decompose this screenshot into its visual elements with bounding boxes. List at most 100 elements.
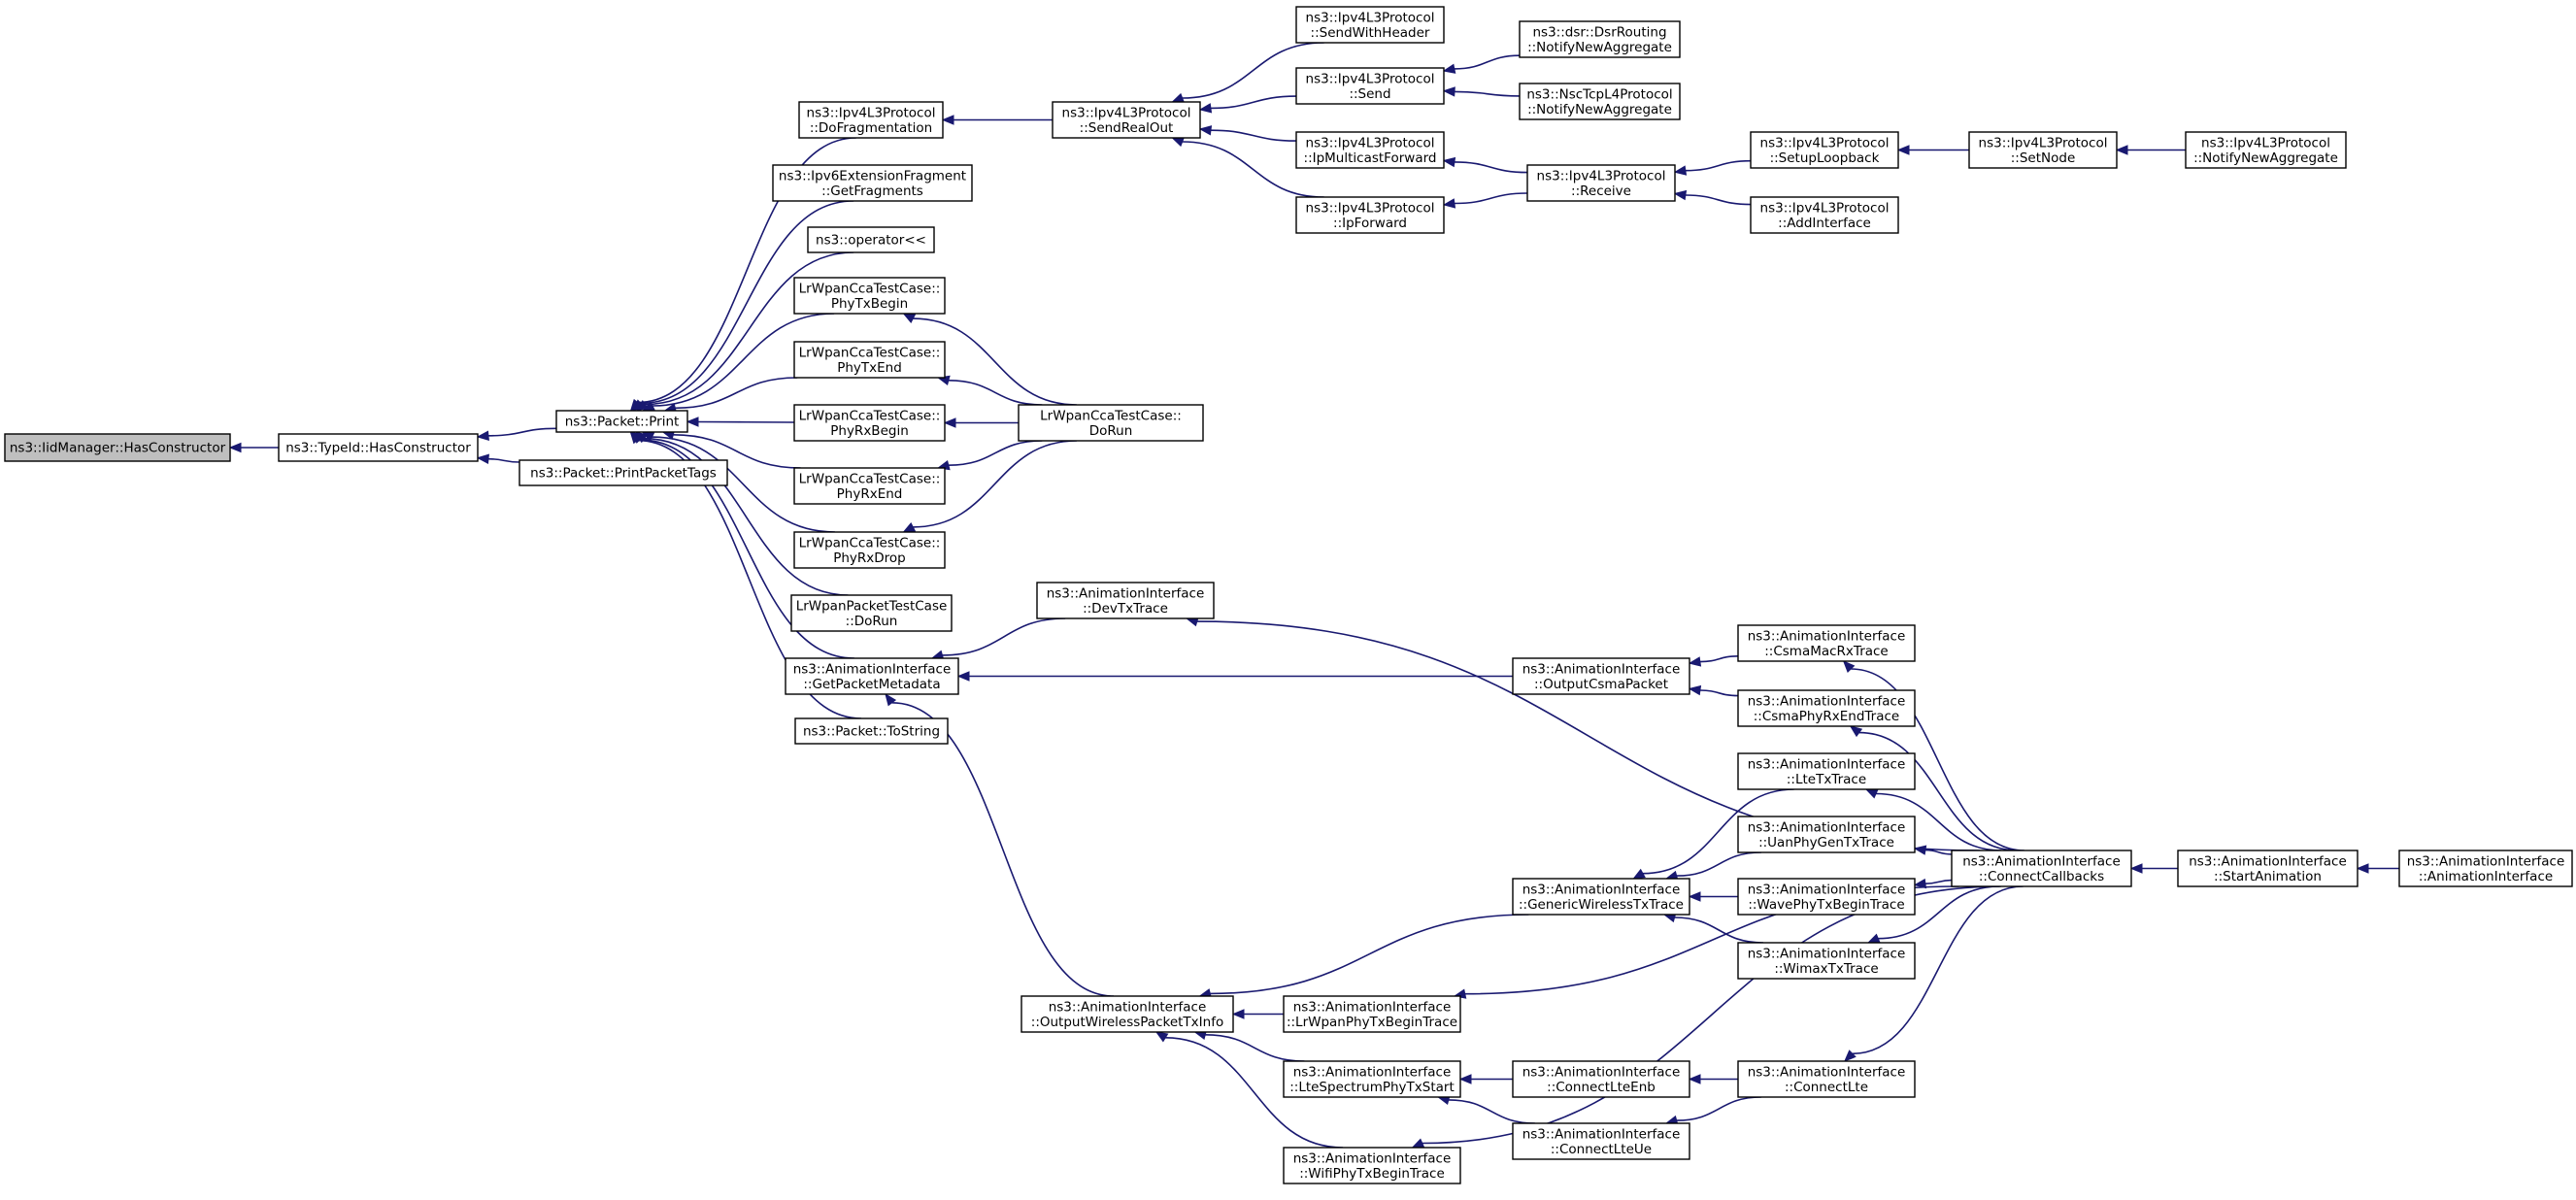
edge-line — [1875, 792, 2002, 851]
edge-conncb-to-csmaphyrx — [1849, 725, 2018, 851]
node-wifitx[interactable]: ns3::AnimationInterface::WifiPhyTxBeginT… — [1283, 1147, 1461, 1184]
node-startanim[interactable]: ns3::AnimationInterface::StartAnimation — [2177, 850, 2359, 887]
node-dofrag[interactable]: ns3::Ipv4L3Protocol::DoFragmentation — [798, 101, 944, 139]
node-getmeta[interactable]: ns3::AnimationInterface::GetPacketMetada… — [785, 657, 959, 695]
edge-line — [639, 439, 854, 659]
node-ipv6frag[interactable]: ns3::Ipv6ExtensionFragment::GetFragments — [772, 164, 973, 202]
node-wimaxtx[interactable]: ns3::AnimationInterface::WimaxTxTrace — [1737, 942, 1916, 980]
arrowhead — [902, 522, 917, 533]
node-label: ::NotifyNewAggregate — [1527, 40, 1672, 55]
node-ccadorun[interactable]: LrWpanCcaTestCase::DoRun — [1018, 404, 1204, 442]
node-label: ns3::AnimationInterface — [1748, 946, 1906, 961]
edge-connlte-to-connue — [1664, 1096, 1761, 1125]
edge-line — [1674, 917, 1764, 944]
node-label: ::SetNode — [2011, 150, 2076, 166]
node-box — [1519, 83, 1681, 120]
node-nsc[interactable]: ns3::NscTcpL4Protocol::NotifyNewAggregat… — [1519, 83, 1681, 120]
node-csmamacrx[interactable]: ns3::AnimationInterface::CsmaMacRxTrace — [1737, 624, 1916, 662]
edge-line — [913, 440, 1077, 528]
node-oplt[interactable]: ns3::operator<< — [807, 226, 935, 253]
node-label: ns3::IidManager::HasConstructor — [10, 441, 226, 456]
node-label: LrWpanCcaTestCase:: — [799, 471, 941, 486]
node-ltetx[interactable]: ns3::AnimationInterface::LteTxTrace — [1737, 752, 1916, 790]
node-connue[interactable]: ns3::AnimationInterface::ConnectLteUe — [1512, 1122, 1690, 1160]
node-box — [1052, 101, 1201, 139]
node-label: ::SetupLoopback — [1770, 150, 1880, 166]
edge-tostring-to-print — [629, 430, 862, 719]
arrowhead — [1913, 845, 1927, 855]
node-addif[interactable]: ns3::Ipv4L3Protocol::AddInterface — [1750, 196, 1899, 234]
node-label: ns3::AnimationInterface — [1748, 693, 1906, 709]
edge-line — [1924, 879, 1953, 884]
node-phyrxend[interactable]: LrWpanCcaTestCase::PhyRxEnd — [793, 467, 946, 505]
node-tostring[interactable]: ns3::Packet::ToString — [794, 717, 949, 745]
node-ipfwd[interactable]: ns3::Ipv4L3Protocol::IpForward — [1295, 196, 1445, 234]
edge-line — [1210, 95, 1297, 110]
edge-connlte-to-connenb — [1688, 1074, 1738, 1084]
node-label: ns3::Packet::Print — [565, 415, 680, 430]
edge-line — [1676, 851, 1761, 877]
node-genwtx[interactable]: ns3::AnimationInterface::GenericWireless… — [1512, 878, 1690, 916]
node-csmaphyrx[interactable]: ns3::AnimationInterface::CsmaPhyRxEndTra… — [1737, 689, 1916, 727]
node-print[interactable]: ns3::Packet::Print — [555, 410, 688, 433]
node-setuplb[interactable]: ns3::Ipv4L3Protocol::SetupLoopback — [1750, 131, 1899, 169]
arrowhead — [2129, 863, 2143, 874]
node-label: ::IpForward — [1333, 216, 1407, 231]
node-setnode[interactable]: ns3::Ipv4L3Protocol::SetNode — [1968, 131, 2118, 169]
node-typeid[interactable]: ns3::TypeId::HasConstructor — [278, 433, 479, 462]
node-animctor[interactable]: ns3::AnimationInterface::AnimationInterf… — [2398, 850, 2573, 887]
node-label: ns3::NscTcpL4Protocol — [1526, 86, 1672, 102]
node-sendreal[interactable]: ns3::Ipv4L3Protocol::SendRealOut — [1052, 101, 1201, 139]
node-box — [1737, 752, 1916, 790]
edge-line — [673, 434, 801, 469]
node-uantx[interactable]: ns3::AnimationInterface::UanPhyGenTxTrac… — [1737, 816, 1916, 853]
edge-setuplb-to-receive — [1673, 159, 1752, 176]
node-box — [1737, 878, 1916, 916]
edge-line — [1422, 885, 2001, 1145]
node-label: ::Send — [1349, 86, 1390, 102]
node-ltespec[interactable]: ns3::AnimationInterface::LteSpectrumPhyT… — [1283, 1060, 1461, 1098]
node-iid[interactable]: ns3::IidManager::HasConstructor — [4, 433, 231, 462]
node-notifyagg[interactable]: ns3::Ipv4L3Protocol::NotifyNewAggregate — [2185, 131, 2347, 169]
arrowhead — [476, 430, 489, 441]
edge-ipfwd-to-sendreal — [1171, 137, 1324, 198]
node-conncb[interactable]: ns3::AnimationInterface::ConnectCallback… — [1951, 850, 2132, 887]
node-box — [1750, 196, 1899, 234]
node-lrpkt[interactable]: LrWpanPacketTestCase::DoRun — [790, 594, 953, 632]
node-printtags[interactable]: ns3::Packet::PrintPacketTags — [519, 459, 728, 486]
node-connlte[interactable]: ns3::AnimationInterface::ConnectLte — [1737, 1060, 1916, 1098]
nodes-layer: ns3::IidManager::HasConstructor ns3::Type… — [4, 6, 2573, 1184]
node-outwtx[interactable]: ns3::AnimationInterface::OutputWirelessP… — [1020, 995, 1234, 1033]
node-phyrxdrop[interactable]: LrWpanCcaTestCase::PhyRxDrop — [793, 531, 946, 569]
node-sendwh[interactable]: ns3::Ipv4L3Protocol::SendWithHeader — [1295, 6, 1445, 44]
node-label: ns3::Ipv4L3Protocol — [1306, 200, 1435, 216]
node-label: PhyRxEnd — [837, 486, 903, 502]
node-receive[interactable]: ns3::Ipv4L3Protocol::Receive — [1526, 164, 1676, 202]
node-send[interactable]: ns3::Ipv4L3Protocol::Send — [1295, 67, 1445, 105]
node-outcsma[interactable]: ns3::AnimationInterface::OutputCsmaPacke… — [1512, 657, 1690, 695]
arrowhead — [1231, 1009, 1245, 1019]
node-ipmcast[interactable]: ns3::Ipv4L3Protocol::IpMulticastForward — [1295, 131, 1445, 169]
edge-line — [487, 457, 520, 463]
edge-line — [637, 439, 862, 719]
node-connenb[interactable]: ns3::AnimationInterface::ConnectLteEnb — [1512, 1060, 1690, 1098]
node-box — [2185, 131, 2347, 169]
arrowhead — [1913, 878, 1927, 889]
node-dsr[interactable]: ns3::dsr::DsrRouting::NotifyNewAggregate — [1519, 20, 1681, 58]
node-phyrxbegin[interactable]: LrWpanCcaTestCase::PhyRxBegin — [793, 404, 946, 442]
node-devtx[interactable]: ns3::AnimationInterface::DevTxTrace — [1036, 582, 1215, 619]
node-lrwpantx[interactable]: ns3::AnimationInterface::LrWpanPhyTxBegi… — [1283, 995, 1461, 1033]
arrowhead — [1198, 125, 1213, 136]
node-box — [807, 226, 935, 253]
node-label: LrWpanCcaTestCase:: — [799, 281, 941, 296]
node-wavetx[interactable]: ns3::AnimationInterface::WavePhyTxBeginT… — [1737, 878, 1916, 916]
node-label: ::CsmaPhyRxEndTrace — [1754, 709, 1900, 724]
node-box — [1036, 582, 1215, 619]
edge-line — [1924, 849, 1953, 855]
arrowhead — [228, 442, 242, 453]
node-label: ns3::Ipv4L3Protocol — [1306, 10, 1435, 25]
edge-line — [1454, 54, 1521, 70]
node-phytxend[interactable]: LrWpanCcaTestCase::PhyTxEnd — [793, 341, 946, 379]
edge-conncb-to-connlte — [1843, 885, 2024, 1062]
node-phytxbegin[interactable]: LrWpanCcaTestCase::PhyTxBegin — [793, 277, 946, 315]
